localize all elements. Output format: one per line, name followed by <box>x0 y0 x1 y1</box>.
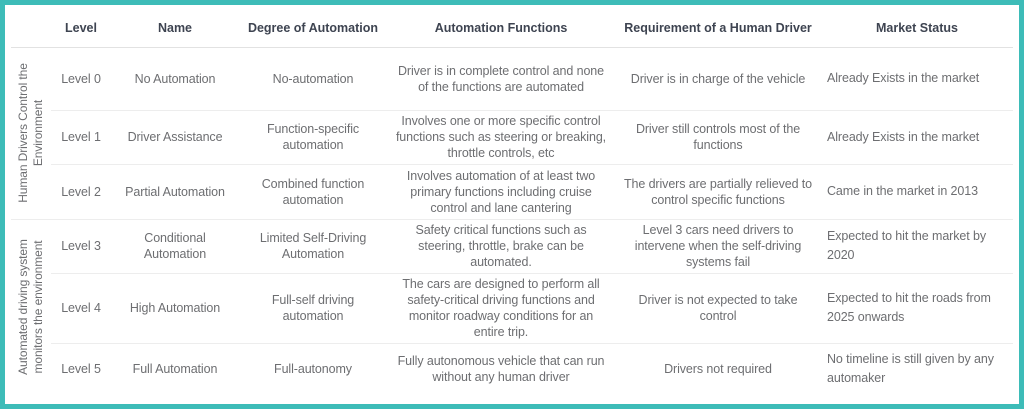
column-header-functions: Automation Functions <box>387 10 615 48</box>
cell-degree: Limited Self-Driving Automation <box>239 219 387 274</box>
cell-market-status: Already Exists in the market <box>821 110 1013 165</box>
header-row: Level Name Degree of Automation Automati… <box>11 10 1013 48</box>
table-row-level-4: Level 4 High Automation Full-self drivin… <box>11 273 1013 344</box>
cell-level: Level 0 <box>51 47 111 111</box>
row-group-label: Human Drivers Control the Environment <box>16 63 45 203</box>
cell-name: Full Automation <box>132 362 218 377</box>
cell-level: Level 5 <box>61 362 101 377</box>
row-group-automated-system: Automated driving system monitors the en… <box>11 219 51 395</box>
table-row-level-3: Automated driving system monitors the en… <box>11 219 1013 375</box>
cell-requirement: Drivers not required <box>664 362 772 377</box>
cell-name: Driver Assistance <box>111 110 239 165</box>
table-row-level-2: Level 2 Partial Automation Combined func… <box>11 164 1013 220</box>
cell-market-status: Came in the market in 2013 <box>821 164 1013 220</box>
cell-market-status: No timeline is still given by any automa… <box>827 352 994 386</box>
table-row-level-0: Human Drivers Control the Environment Le… <box>11 47 1013 220</box>
cell-requirement: Driver is not expected to take control <box>615 273 821 344</box>
column-header-degree: Degree of Automation <box>239 10 387 48</box>
cell-name: Partial Automation <box>111 164 239 220</box>
table-row-level-5: Level 5 Full Automation Full-autonomy Fu… <box>11 343 1013 395</box>
cell-degree: Full-self driving automation <box>239 273 387 344</box>
cell-name: Conditional Automation <box>111 219 239 274</box>
cell-degree: Function-specific automation <box>239 110 387 165</box>
cell-market-status: Already Exists in the market <box>821 47 1013 111</box>
cell-functions: Driver is in complete control and none o… <box>387 47 615 111</box>
row-group-human-drivers: Human Drivers Control the Environment <box>11 47 51 220</box>
cell-level: Level 4 <box>51 273 111 344</box>
cell-requirement: Driver still controls most of the functi… <box>615 110 821 165</box>
cell-functions: Involves automation of at least two prim… <box>387 164 615 220</box>
cell-market-status: Expected to hit the market by 2020 <box>821 219 1013 274</box>
cell-requirement: The drivers are partially relieved to co… <box>615 164 821 220</box>
cell-level: Level 1 <box>51 110 111 165</box>
cell-market-status: Expected to hit the roads from 2025 onwa… <box>821 273 1013 344</box>
table-row-level-1: Level 1 Driver Assistance Function-speci… <box>11 110 1013 165</box>
cell-degree: Full-autonomy <box>274 362 352 377</box>
cell-name: No Automation <box>111 47 239 111</box>
column-header-name: Name <box>111 10 239 48</box>
cell-level: Level 3 <box>51 219 111 274</box>
column-header-requirement: Requirement of a Human Driver <box>615 10 821 48</box>
column-header-level: Level <box>51 10 111 48</box>
cell-functions: Safety critical functions such as steeri… <box>387 219 615 274</box>
cell-degree: Combined function automation <box>239 164 387 220</box>
cell-requirement: Driver is in charge of the vehicle <box>615 47 821 111</box>
cell-functions: The cars are designed to perform all saf… <box>387 273 615 344</box>
levels-table: Level Name Degree of Automation Automati… <box>11 10 1013 395</box>
cell-functions: Involves one or more specific control fu… <box>387 110 615 165</box>
column-header-market-status: Market Status <box>821 10 1013 48</box>
cell-degree: No-automation <box>239 47 387 111</box>
cell-functions: Fully autonomous vehicle that can run wi… <box>397 354 605 385</box>
cell-name: High Automation <box>111 273 239 344</box>
cell-requirement: Level 3 cars need drivers to intervene w… <box>615 219 821 274</box>
cell-level: Level 2 <box>51 164 111 220</box>
corner-cell <box>11 10 51 48</box>
row-group-label: Automated driving system monitors the en… <box>16 239 45 376</box>
